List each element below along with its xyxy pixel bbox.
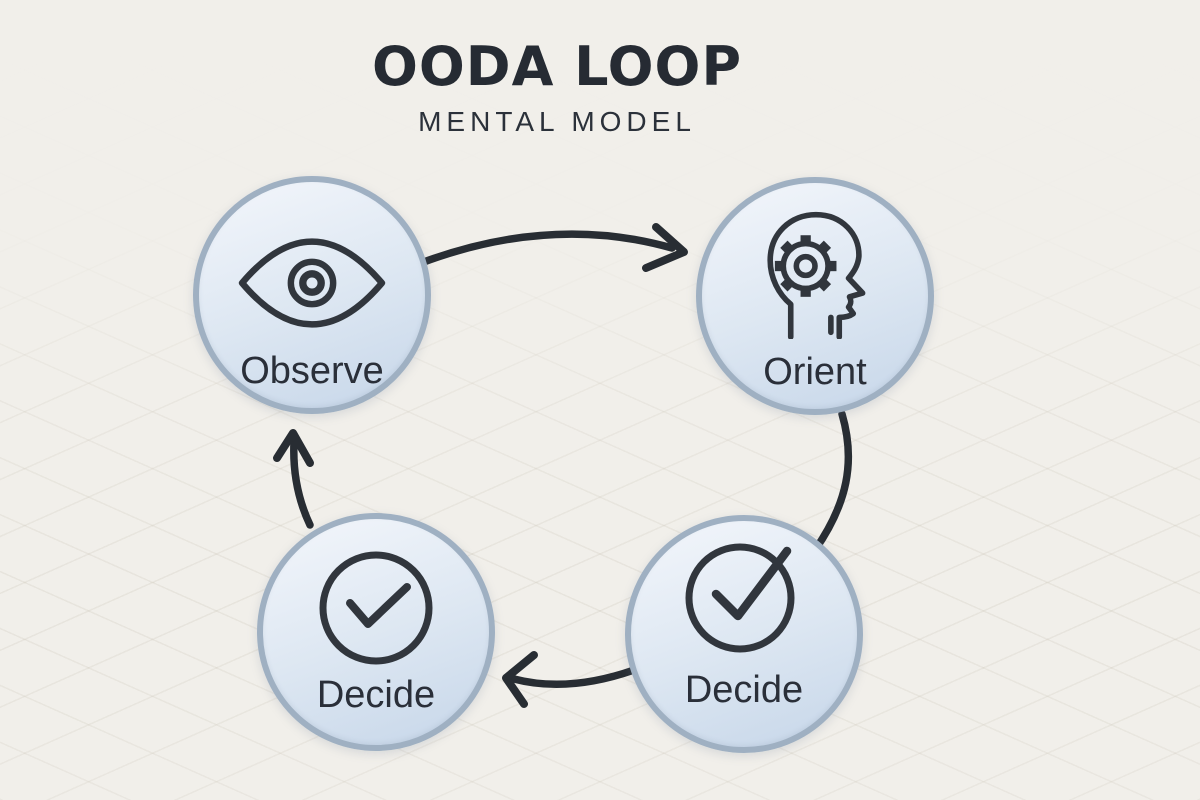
head-gear-icon [767, 211, 866, 339]
node-decide-right: Decide [625, 515, 863, 753]
node-decide-left: Decide [257, 513, 495, 751]
check-circle-icon [319, 551, 433, 665]
arrow-observe-to-orient [417, 223, 688, 272]
node-observe: Observe [193, 176, 431, 414]
page-title: OODA LOOP [371, 35, 743, 98]
node-label-decide-right: Decide [684, 669, 804, 711]
arrow-decide-to-observe [273, 429, 314, 529]
node-orient: Orient [696, 177, 934, 415]
header: OODA LOOP MENTAL MODEL [157, 36, 957, 138]
page-subtitle: MENTAL MODEL [418, 106, 696, 137]
connector-orient-to-decide [811, 410, 853, 554]
node-label-observe: Observe [240, 350, 384, 392]
check-circle-icon [685, 543, 795, 653]
eye-icon [238, 238, 386, 328]
node-label-orient: Orient [763, 351, 867, 393]
node-label-decide-left: Decide [316, 674, 436, 716]
arrow-decide-to-decide [502, 651, 638, 708]
